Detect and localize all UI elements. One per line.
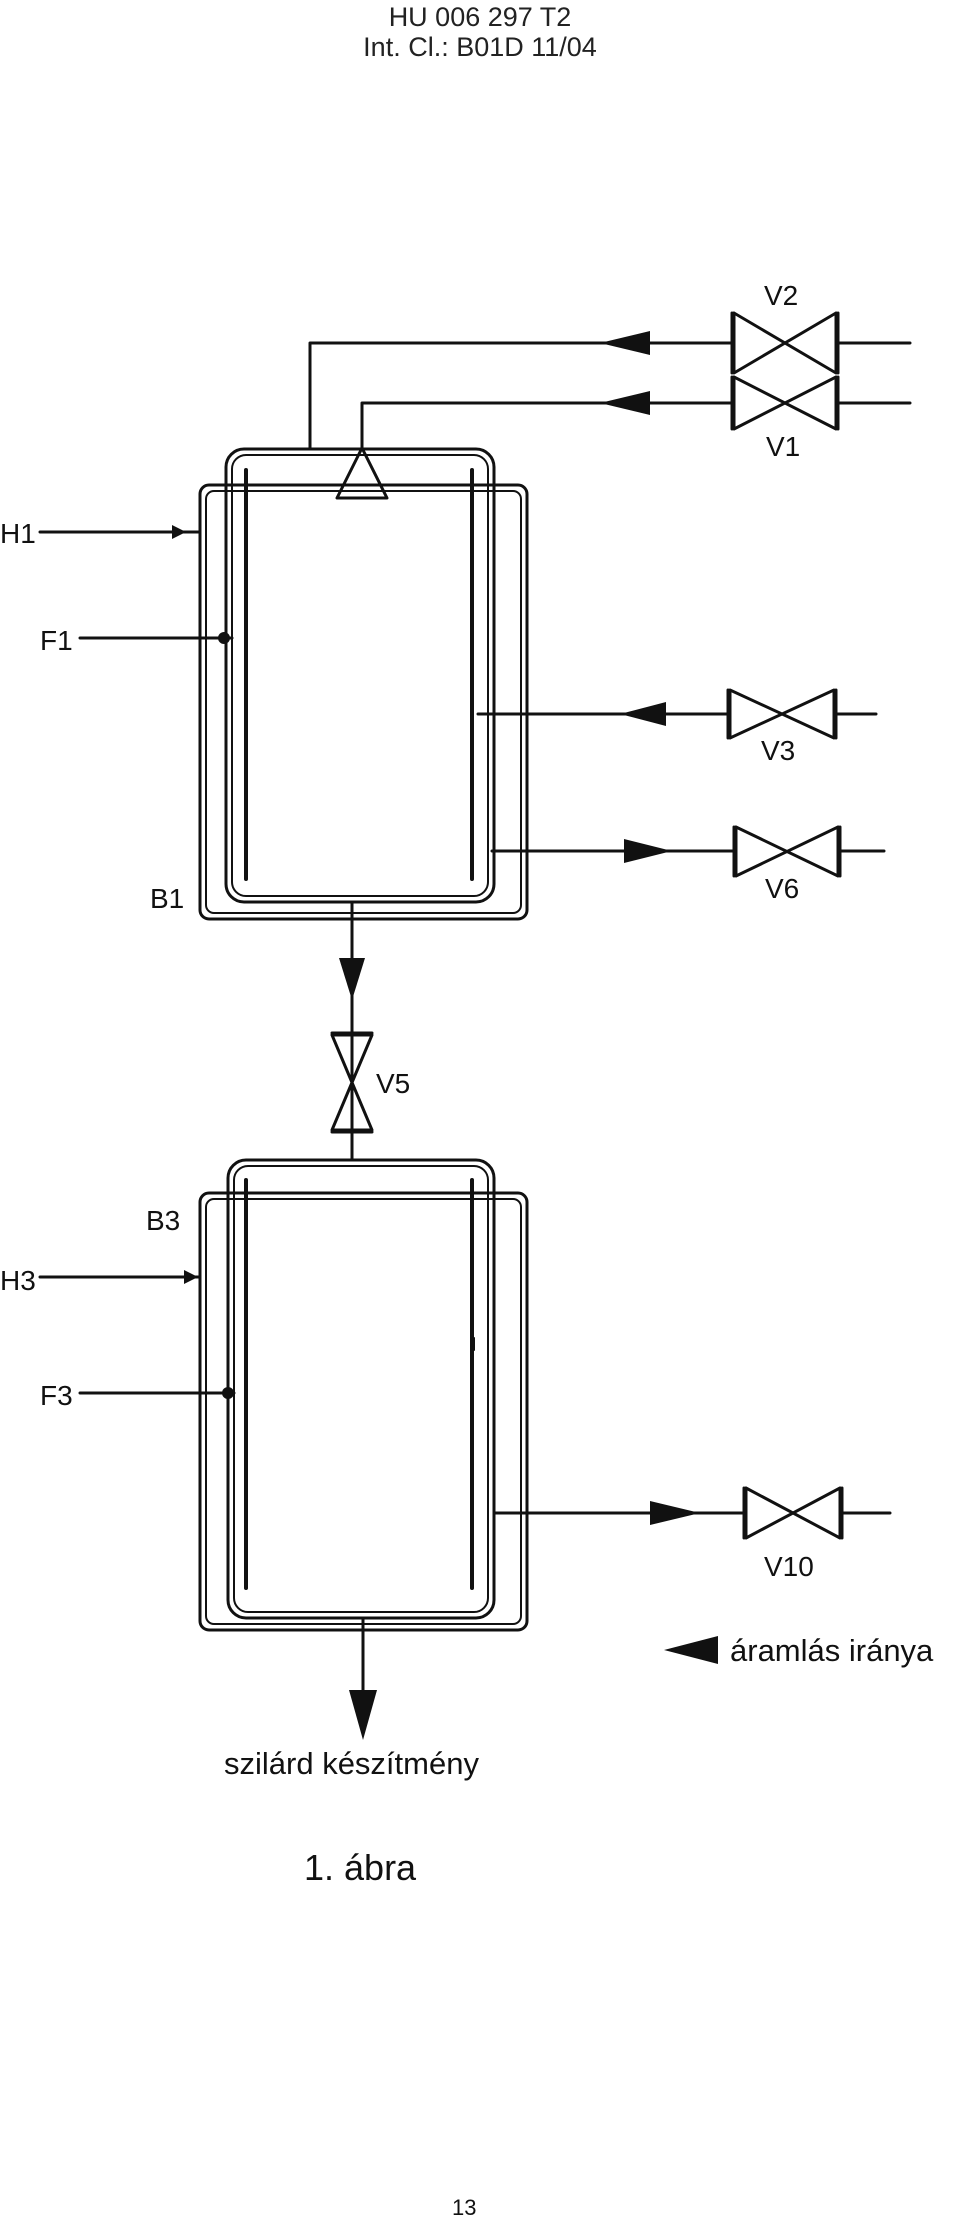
label-v2: V2 — [764, 280, 798, 311]
header-doc-number: HU 006 297 T2 — [388, 2, 572, 32]
label-b1: B1 — [150, 883, 184, 914]
flow-arrow-icon — [650, 1501, 700, 1525]
vessel-b1-jacket — [198, 483, 529, 921]
label-v10: V10 — [764, 1551, 814, 1582]
flow-arrow-icon — [620, 702, 666, 726]
label-f3: F3 — [40, 1380, 73, 1411]
label-v6: V6 — [765, 873, 799, 904]
valve-v2-icon — [730, 311, 840, 375]
page-number: 13 — [452, 2195, 476, 2220]
outlet-label: szilárd készítmény — [224, 1746, 479, 1781]
vessel-b3 — [226, 1158, 496, 1620]
valve-v3-icon — [726, 688, 838, 740]
label-h1: H1 — [0, 518, 36, 549]
header-classification: Int. Cl.: B01D 11/04 — [363, 32, 597, 62]
inlet-nozzle-icon — [335, 446, 389, 500]
label-v5: V5 — [376, 1068, 410, 1099]
figure-caption: 1. ábra — [304, 1847, 417, 1888]
vessel-b3-jacket — [198, 1191, 529, 1632]
legend-flow-direction: áramlás iránya — [730, 1633, 934, 1668]
valve-v10-icon — [742, 1486, 844, 1540]
valve-v5-icon — [330, 1031, 374, 1134]
flow-arrow-icon — [339, 958, 365, 1000]
valve-v6-icon — [732, 825, 842, 878]
label-v1: V1 — [766, 431, 800, 462]
label-h3: H3 — [0, 1265, 36, 1296]
flow-arrow-icon — [184, 1270, 198, 1284]
label-v3: V3 — [761, 735, 795, 766]
flow-arrow-icon — [624, 839, 672, 863]
vessel-b1 — [224, 447, 496, 904]
port-dot-icon — [218, 632, 230, 644]
port-dot-icon — [222, 1387, 234, 1399]
flow-arrow-icon — [172, 525, 186, 539]
flow-arrow-icon — [600, 391, 650, 415]
label-b3: B3 — [146, 1205, 180, 1236]
legend-arrow-icon — [664, 1636, 718, 1664]
valve-v1-icon — [730, 375, 840, 431]
flow-arrow-icon — [349, 1690, 377, 1740]
flow-arrow-icon — [600, 331, 650, 355]
label-f1: F1 — [40, 625, 73, 656]
